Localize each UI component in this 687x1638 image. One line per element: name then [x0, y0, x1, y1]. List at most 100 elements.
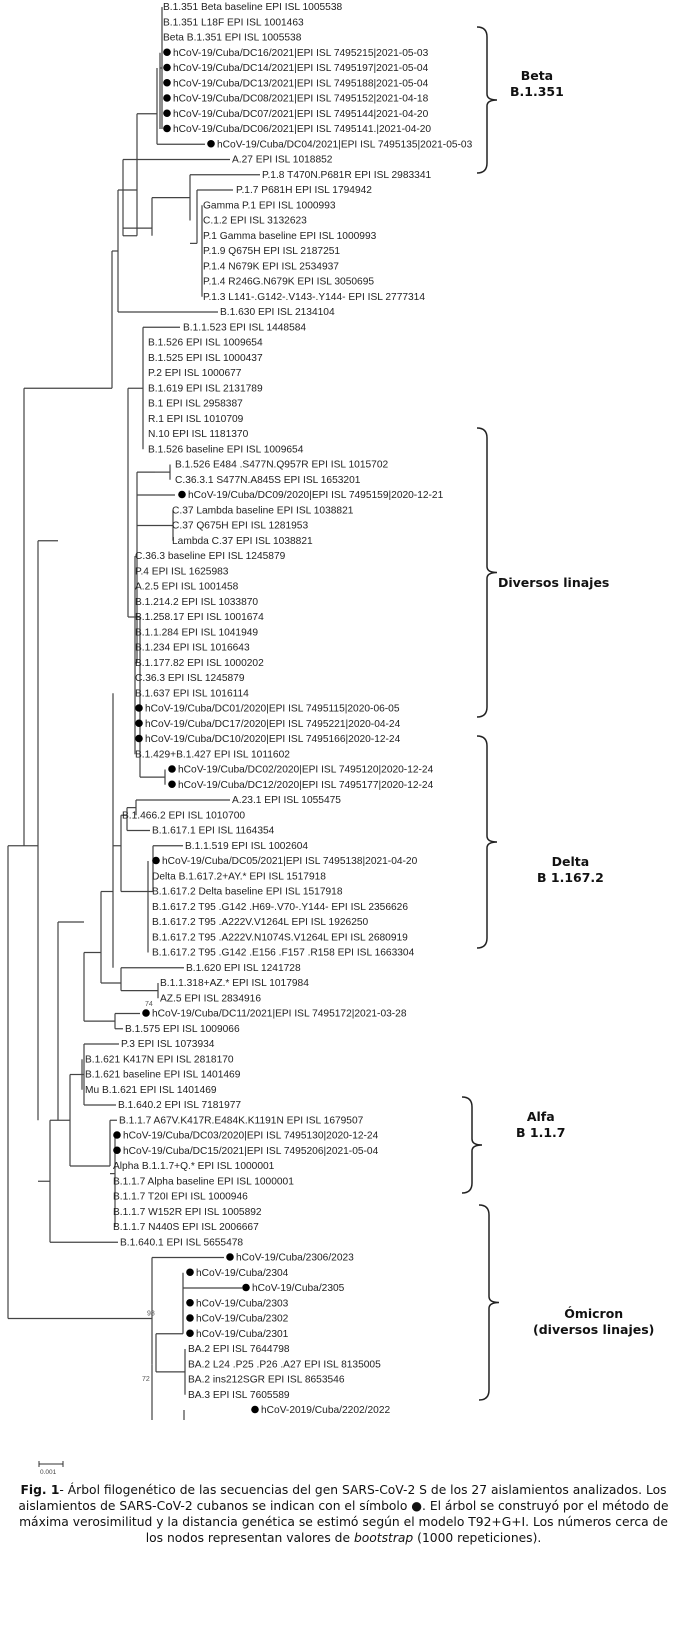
caption-italic: bootstrap — [353, 1531, 414, 1545]
cuban-isolate-dot-icon — [186, 1298, 194, 1307]
reference-sequence-label: B.1.525 EPI ISL 1000437 — [148, 353, 263, 364]
clade-label-alfa: Alfa B 1.1.7 — [516, 1109, 565, 1141]
cuban-isolate-label: hCoV-19/Cuba/2301 — [196, 1329, 289, 1340]
reference-sequence-label: B.1.234 EPI ISL 1016643 — [135, 643, 250, 654]
reference-sequence-label: B.1.617.1 EPI ISL 1164354 — [152, 826, 275, 837]
clade-lineage: B 1.167.2 — [537, 870, 604, 885]
clade-label-beta: Beta B.1.351 — [510, 68, 564, 100]
scale-bar — [38, 1461, 64, 1467]
cuban-isolate-label: hCoV-19/Cuba/2304 — [196, 1268, 289, 1279]
reference-sequence-label: P.1.8 T470N.P681R EPI ISL 2983341 — [262, 170, 431, 181]
cuban-isolate-dot-icon — [186, 1314, 194, 1322]
reference-sequence-label: Mu B.1.621 EPI ISL 1401469 — [85, 1085, 217, 1096]
reference-sequence-label: C.36.3 baseline EPI ISL 1245879 — [135, 551, 286, 562]
caption-tail: (1000 repeticiones). — [413, 1531, 542, 1545]
clade-brace — [476, 427, 498, 718]
cuban-isolate-dot-icon — [135, 704, 143, 712]
bootstrap-value: 72 — [142, 1376, 150, 1383]
cuban-isolate-dot-icon — [163, 124, 171, 133]
reference-sequence-label: R.1 EPI ISL 1010709 — [148, 414, 244, 425]
reference-sequence-label: B.1.177.82 EPI ISL 1000202 — [135, 658, 264, 669]
reference-sequence-label: B.1.258.17 EPI ISL 1001674 — [135, 612, 264, 623]
reference-sequence-label: Gamma P.1 EPI ISL 1000993 — [203, 200, 336, 211]
clade-brace — [476, 735, 498, 949]
reference-sequence-label: AZ.5 EPI ISL 2834916 — [160, 993, 261, 1004]
reference-sequence-label: B.1.429+B.1.427 EPI ISL 1011602 — [135, 749, 290, 760]
reference-sequence-label: B.1 EPI ISL 2958387 — [148, 399, 243, 410]
cuban-isolate-dot-icon — [186, 1329, 194, 1338]
clade-lineage: B.1.351 — [510, 84, 564, 99]
reference-sequence-label: B.1.526 E484 .S477N.Q957R EPI ISL 101570… — [175, 460, 388, 471]
reference-sequence-label: B.1.617.2 Delta baseline EPI ISL 1517918 — [152, 887, 343, 898]
cuban-isolate-dot-icon — [251, 1405, 259, 1414]
clade-name: Beta — [520, 68, 554, 83]
cuban-isolate-label: hCoV-19/Cuba/DC12/2020|EPI ISL 7495177|2… — [178, 780, 434, 791]
reference-sequence-label: B.1.630 EPI ISL 2134104 — [220, 307, 335, 318]
reference-sequence-label: B.1.617.2 T95 .A222V.N1074S.V1264L EPI I… — [152, 932, 408, 943]
cuban-isolate-dot-icon — [113, 1131, 121, 1139]
cuban-isolate-dot-icon — [163, 94, 171, 102]
cuban-isolate-label: hCoV-19/Cuba/DC07/2021|EPI ISL 7495144|2… — [173, 109, 429, 120]
reference-sequence-label: P.3 EPI ISL 1073934 — [121, 1039, 215, 1050]
cuban-isolate-label: hCoV-19/Cuba/DC08/2021|EPI ISL 7495152|2… — [173, 94, 429, 105]
caption-label: Fig. 1 — [20, 1483, 60, 1497]
reference-sequence-label: B.1.619 EPI ISL 2131789 — [148, 383, 263, 394]
reference-sequence-label: P.1.4 N679K EPI ISL 2534937 — [203, 261, 339, 272]
cuban-isolate-dot-icon — [186, 1268, 194, 1277]
reference-sequence-label: Beta B.1.351 EPI ISL 1005538 — [163, 33, 302, 44]
clade-label-diversos: Diversos linajes — [498, 575, 609, 591]
reference-sequence-label: P.2 EPI ISL 1000677 — [148, 368, 242, 379]
cuban-isolate-dot-icon — [113, 1146, 121, 1155]
bootstrap-value: 98 — [147, 1310, 155, 1317]
reference-sequence-label: A.23.1 EPI ISL 1055475 — [232, 795, 341, 806]
reference-sequence-label: C.37 Lambda baseline EPI ISL 1038821 — [172, 505, 354, 516]
reference-sequence-label: C.1.2 EPI ISL 3132623 — [203, 216, 307, 227]
cuban-isolate-dot-icon — [163, 78, 171, 87]
cuban-isolate-label: hCoV-19/Cuba/DC17/2020|EPI ISL 7495221|2… — [145, 719, 401, 730]
reference-sequence-label: Alpha B.1.1.7+Q.* EPI ISL 1000001 — [113, 1161, 275, 1172]
cuban-isolate-label: hCoV-19/Cuba/DC09/2020|EPI ISL 7495159|2… — [188, 490, 444, 501]
cuban-isolate-label: hCoV-19/Cuba/2305 — [252, 1283, 345, 1294]
reference-sequence-label: B.1.617.2 T95 .G142 .E156 .F157 .R158 EP… — [152, 948, 415, 959]
reference-sequence-label: P.1.9 Q675H EPI ISL 2187251 — [203, 246, 340, 257]
reference-sequence-label: B.1.621 baseline EPI ISL 1401469 — [85, 1070, 241, 1081]
reference-sequence-label: B.1.1.7 T20I EPI ISL 1000946 — [113, 1192, 248, 1203]
reference-sequence-label: N.10 EPI ISL 1181370 — [148, 429, 249, 440]
reference-sequence-label: B.1.351 L18F EPI ISL 1001463 — [163, 17, 304, 28]
cuban-isolate-dot-icon — [135, 734, 143, 743]
cuban-isolate-label: hCoV-19/Cuba/DC06/2021|EPI ISL 7495141.|… — [173, 124, 431, 135]
reference-sequence-label: B.1.351 Beta baseline EPI ISL 1005538 — [163, 2, 343, 13]
cuban-isolate-dot-icon — [142, 1009, 150, 1017]
reference-sequence-label: B.1.1.284 EPI ISL 1041949 — [135, 627, 258, 638]
cuban-isolate-label: hCoV-19/Cuba/DC01/2020|EPI ISL 7495115|2… — [145, 704, 400, 715]
clade-label-omicron: Ómicron (diversos linajes) — [533, 1306, 654, 1338]
reference-sequence-label: B.1.1.7 Alpha baseline EPI ISL 1000001 — [113, 1176, 294, 1187]
reference-sequence-label: Lambda C.37 EPI ISL 1038821 — [172, 536, 313, 547]
clade-name: Ómicron — [564, 1306, 624, 1321]
bootstrap-value: 74 — [145, 1001, 153, 1008]
reference-sequence-label: P.1 Gamma baseline EPI ISL 1000993 — [203, 231, 377, 242]
reference-sequence-label: B.1.637 EPI ISL 1016114 — [135, 688, 249, 699]
reference-sequence-label: BA.2 L24 .P25 .P26 .A27 EPI ISL 8135005 — [188, 1359, 381, 1370]
cuban-isolate-dot-icon — [163, 63, 171, 72]
clade-label-delta: Delta B 1.167.2 — [537, 854, 604, 886]
reference-sequence-label: Delta B.1.617.2+AY.* EPI ISL 1517918 — [152, 871, 326, 882]
cuban-isolate-label: hCoV-19/Cuba/2306/2023 — [236, 1253, 354, 1264]
cuban-isolate-label: hCoV-19/Cuba/2303 — [196, 1298, 289, 1309]
reference-sequence-label: P.4 EPI ISL 1625983 — [135, 566, 229, 577]
cuban-isolate-label: hCoV-19/Cuba/2302 — [196, 1314, 289, 1325]
clade-name: Delta — [551, 854, 590, 869]
cuban-isolate-dot-icon — [207, 139, 215, 148]
caption-text: - Árbol filogenético de las secuencias d… — [18, 1483, 669, 1545]
reference-sequence-label: C.36.3 EPI ISL 1245879 — [135, 673, 245, 684]
cuban-isolate-label: hCoV-19/Cuba/DC13/2021|EPI ISL 7495188|2… — [173, 78, 429, 89]
reference-sequence-label: B.1.1.7 A67V.K417R.E484K.K1191N EPI ISL … — [119, 1115, 364, 1126]
reference-sequence-label: P.1.7 P681H EPI ISL 1794942 — [236, 185, 372, 196]
cuban-isolate-dot-icon — [135, 719, 143, 728]
reference-sequence-label: BA.3 EPI ISL 7605589 — [188, 1390, 290, 1401]
cuban-isolate-label: hCoV-19/Cuba/DC16/2021|EPI ISL 7495215|2… — [173, 48, 429, 59]
reference-sequence-label: P.1.3 L141-.G142-.V143-.Y144- EPI ISL 27… — [203, 292, 425, 303]
reference-sequence-label: C.37 Q675H EPI ISL 1281953 — [172, 521, 308, 532]
cuban-isolate-dot-icon — [226, 1253, 234, 1261]
phylogenetic-tree: B.1.351 Beta baseline EPI ISL 1005538B.1… — [7, 2, 500, 1420]
